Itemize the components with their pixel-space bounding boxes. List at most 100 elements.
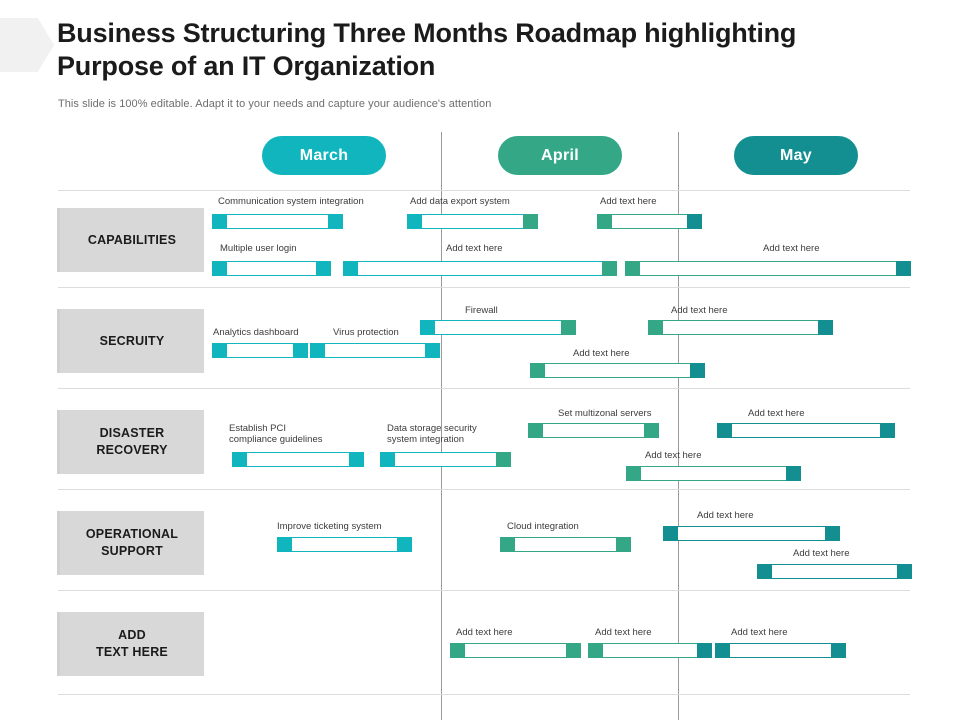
month-pill-label: May [780, 147, 812, 165]
gantt-bar[interactable] [530, 363, 705, 378]
month-pill-april[interactable]: April [498, 136, 622, 175]
gantt-bar-end-cap [690, 363, 705, 378]
task-label: Add text here [671, 305, 728, 316]
gantt-bar-end-cap [644, 423, 659, 438]
row-separator [58, 287, 910, 288]
gantt-bar-body [530, 363, 705, 378]
gantt-bar-end-cap [896, 261, 911, 276]
row-label-text: ADD TEXT HERE [96, 627, 168, 661]
task-label: Multiple user login [220, 243, 297, 254]
row-label-text: OPERATIONAL SUPPORT [86, 526, 178, 560]
gantt-bar-start-cap [232, 452, 247, 467]
gantt-bar-start-cap [717, 423, 732, 438]
gantt-bar[interactable] [212, 214, 343, 229]
gantt-bar[interactable] [663, 526, 840, 541]
gantt-bar[interactable] [380, 452, 511, 467]
gantt-bar-body [528, 423, 659, 438]
row-label-disaster-recovery[interactable]: DISASTER RECOVERY [60, 410, 204, 474]
gantt-bar-body [450, 643, 581, 658]
month-pill-label: March [300, 147, 349, 165]
task-label: Add text here [456, 627, 513, 638]
gantt-bar[interactable] [407, 214, 538, 229]
gantt-bar-end-cap [328, 214, 343, 229]
gantt-bar-body [500, 537, 631, 552]
gantt-bar[interactable] [757, 564, 912, 579]
gantt-bar[interactable] [588, 643, 712, 658]
gantt-bar[interactable] [648, 320, 833, 335]
task-label: Add text here [573, 348, 630, 359]
gantt-bar[interactable] [715, 643, 846, 658]
gantt-bar-start-cap [212, 261, 227, 276]
gantt-bar[interactable] [343, 261, 617, 276]
gantt-bar[interactable] [212, 261, 331, 276]
gantt-bar[interactable] [232, 452, 364, 467]
row-separator [58, 388, 910, 389]
gantt-bar-body [212, 214, 343, 229]
chevron-right-decoration-icon [0, 18, 54, 72]
month-pill-march[interactable]: March [262, 136, 386, 175]
row-label-text: DISASTER RECOVERY [96, 425, 167, 459]
gantt-bar[interactable] [528, 423, 659, 438]
task-label: Data storage security system integration [387, 423, 477, 445]
gantt-bar-end-cap [496, 452, 511, 467]
roadmap-timeline: CAPABILITIES Communication system integra… [0, 182, 960, 720]
gantt-bar-end-cap [697, 643, 712, 658]
task-label: Add data export system [410, 196, 510, 207]
gantt-bar[interactable] [277, 537, 412, 552]
gantt-bar[interactable] [626, 466, 801, 481]
gantt-bar[interactable] [212, 343, 308, 358]
gantt-bar-body [407, 214, 538, 229]
gantt-bar-body [212, 261, 331, 276]
gantt-bar-end-cap [293, 343, 308, 358]
row-separator [58, 590, 910, 591]
gantt-bar-end-cap [566, 643, 581, 658]
gantt-bar[interactable] [420, 320, 576, 335]
row-label-add-text-here[interactable]: ADD TEXT HERE [60, 612, 204, 676]
gantt-bar-body [625, 261, 911, 276]
gantt-bar-start-cap [420, 320, 435, 335]
gantt-bar-body [588, 643, 712, 658]
month-pill-label: April [541, 147, 579, 165]
gantt-bar-start-cap [528, 423, 543, 438]
month-pill-may[interactable]: May [734, 136, 858, 175]
gantt-bar-start-cap [626, 466, 641, 481]
row-separator [58, 694, 910, 695]
row-label-operational-support[interactable]: OPERATIONAL SUPPORT [60, 511, 204, 575]
gantt-bar-start-cap [500, 537, 515, 552]
gantt-bar-body [648, 320, 833, 335]
task-label: Add text here [793, 548, 850, 559]
gantt-bar-start-cap [407, 214, 422, 229]
gantt-bar-end-cap [687, 214, 702, 229]
gantt-bar-body [420, 320, 576, 335]
gantt-bar[interactable] [310, 343, 440, 358]
page-title: Business Structuring Three Months Roadma… [57, 17, 907, 83]
gantt-bar-body [757, 564, 912, 579]
gantt-bar[interactable] [597, 214, 702, 229]
gantt-bar-end-cap [786, 466, 801, 481]
gantt-bar-end-cap [425, 343, 440, 358]
gantt-bar-start-cap [648, 320, 663, 335]
gantt-bar-start-cap [588, 643, 603, 658]
gantt-bar-end-cap [880, 423, 895, 438]
gantt-bar-end-cap [616, 537, 631, 552]
gantt-bar[interactable] [500, 537, 631, 552]
gantt-bar[interactable] [625, 261, 911, 276]
gantt-bar[interactable] [717, 423, 895, 438]
task-label: Add text here [697, 510, 754, 521]
gantt-bar-body [626, 466, 801, 481]
row-label-secruity[interactable]: SECRUITY [60, 309, 204, 373]
task-label: Communication system integration [218, 196, 364, 207]
gantt-bar-start-cap [380, 452, 395, 467]
task-label: Add text here [600, 196, 657, 207]
gantt-bar-end-cap [831, 643, 846, 658]
gantt-bar-end-cap [818, 320, 833, 335]
task-label: Add text here [645, 450, 702, 461]
gantt-bar-start-cap [530, 363, 545, 378]
gantt-bar-start-cap [212, 343, 227, 358]
gantt-bar-start-cap [625, 261, 640, 276]
row-label-capabilities[interactable]: CAPABILITIES [60, 208, 204, 272]
gantt-bar-start-cap [310, 343, 325, 358]
gantt-bar[interactable] [450, 643, 581, 658]
slide-header: Business Structuring Three Months Roadma… [0, 0, 960, 118]
task-label: Add text here [748, 408, 805, 419]
